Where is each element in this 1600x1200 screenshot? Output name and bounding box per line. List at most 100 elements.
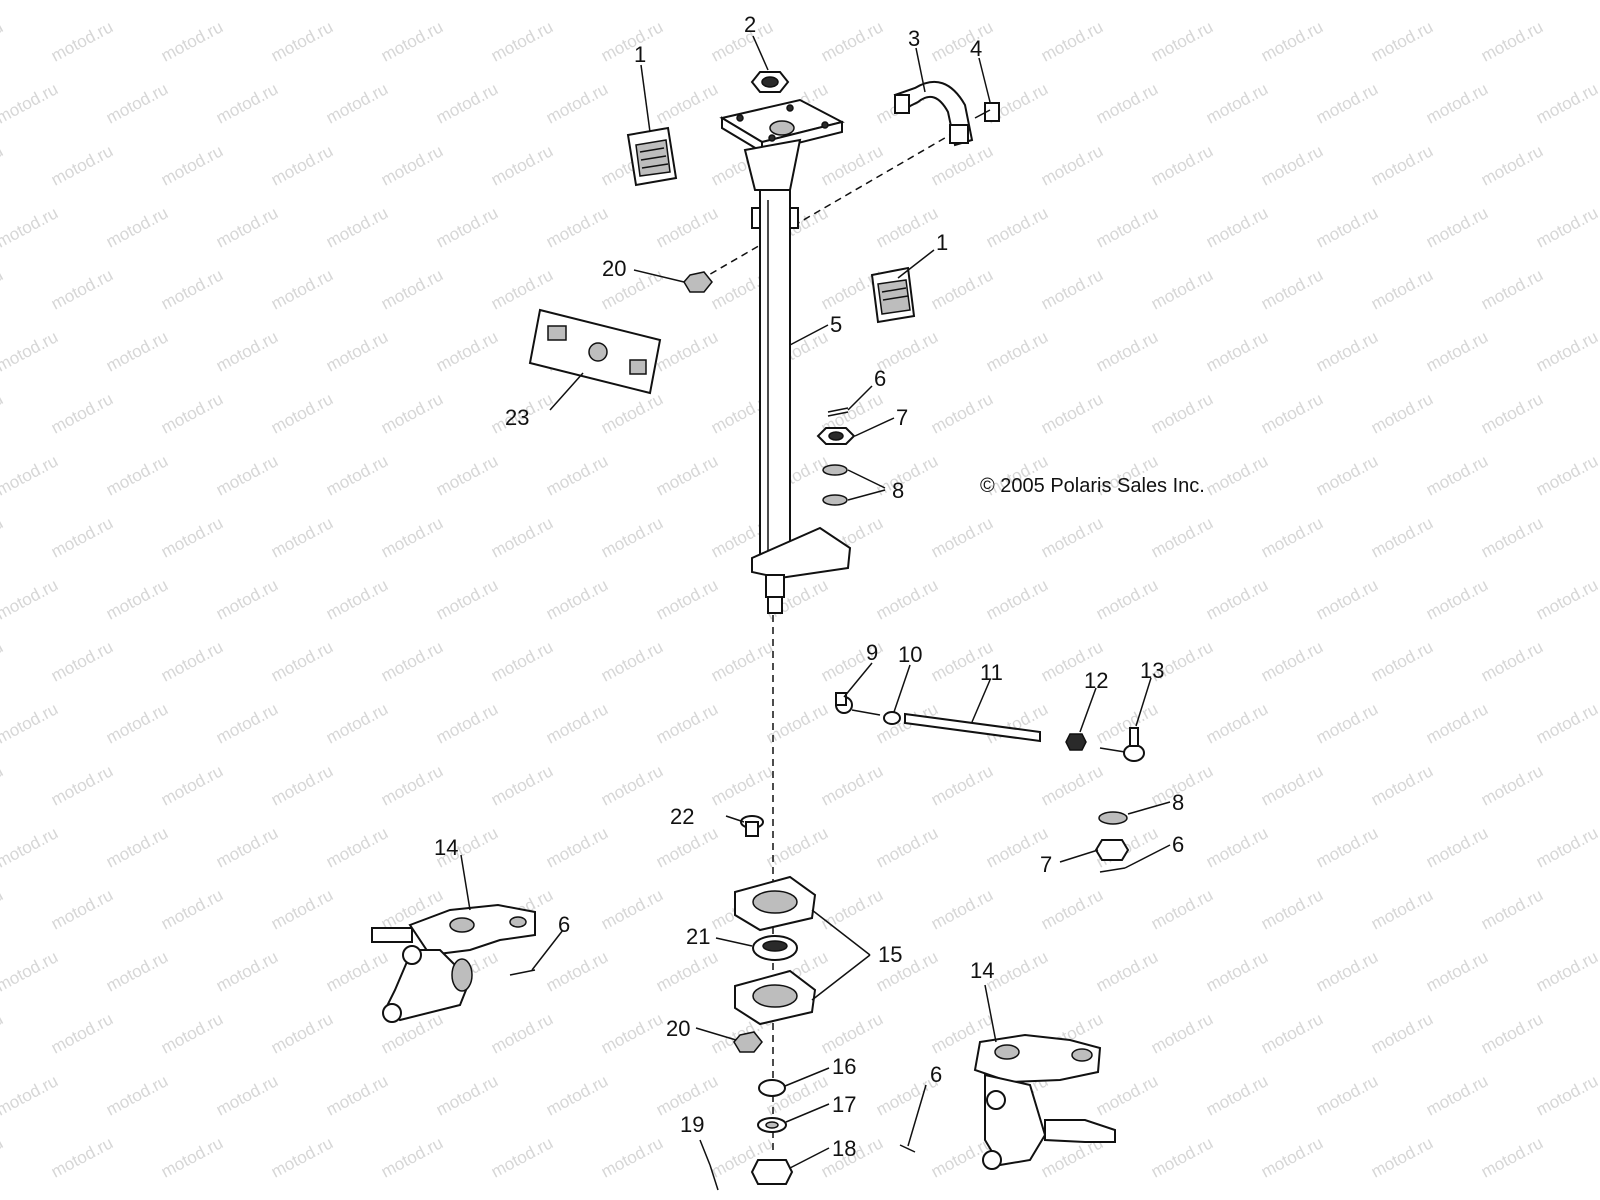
- watermark-text: motod.ru: [0, 451, 61, 499]
- watermark-text: motod.ru: [983, 327, 1051, 375]
- watermark-text: motod.ru: [928, 761, 996, 809]
- watermark-text: motod.ru: [543, 947, 611, 995]
- watermark-text: motod.ru: [1258, 17, 1326, 65]
- watermark-text: motod.ru: [543, 79, 611, 127]
- tie-rod: [904, 712, 1041, 743]
- watermark-text: motod.ru: [873, 823, 941, 871]
- watermark-text: motod.ru: [543, 699, 611, 747]
- watermark-text: motod.ru: [213, 327, 281, 375]
- watermark-text: motod.ru: [873, 0, 941, 4]
- castle-nut-lower: [1094, 839, 1130, 861]
- clamp: [893, 80, 974, 147]
- callout-6: 6: [930, 1062, 942, 1087]
- bearing-flange-upper: [734, 875, 817, 932]
- jam-nut: [883, 711, 901, 725]
- watermark-text: motod.ru: [213, 699, 281, 747]
- watermark-text: motod.ru: [1148, 1009, 1216, 1057]
- watermark-text: motod.ru: [818, 17, 886, 65]
- watermark-text: motod.ru: [158, 513, 226, 561]
- bushing-lower: [870, 266, 916, 324]
- callout-7: 7: [896, 405, 908, 430]
- watermark-text: motod.ru: [488, 17, 556, 65]
- watermark-text: motod.ru: [1148, 885, 1216, 933]
- watermark-text: motod.ru: [103, 451, 171, 499]
- rivet: [740, 815, 764, 837]
- watermark-text: motod.ru: [0, 885, 6, 933]
- watermark-text: motod.ru: [1038, 17, 1106, 65]
- watermark-text: motod.ru: [543, 1071, 611, 1119]
- watermark-text: motod.ru: [1203, 947, 1271, 995]
- cotter-pin-lower: [1099, 867, 1126, 873]
- watermark-text: motod.ru: [48, 885, 116, 933]
- watermark-text: motod.ru: [983, 203, 1051, 251]
- watermark-text: motod.ru: [378, 761, 446, 809]
- watermark-text: motod.ru: [818, 761, 886, 809]
- watermark-text: motod.ru: [543, 823, 611, 871]
- watermark-text: motod.ru: [1368, 1009, 1436, 1057]
- watermark-text: motod.ru: [378, 389, 446, 437]
- bearing-flange-lower: [734, 969, 817, 1026]
- watermark-text: motod.ru: [1203, 451, 1271, 499]
- watermark-text: motod.ru: [598, 1133, 666, 1181]
- callout-9: 9: [866, 640, 878, 665]
- castle-nut-upper: [816, 427, 856, 445]
- nut-upper: [683, 271, 713, 293]
- watermark-text: motod.ru: [48, 761, 116, 809]
- watermark-text: motod.ru: [213, 203, 281, 251]
- watermark-text: motod.ru: [488, 265, 556, 313]
- watermark-text: motod.ru: [213, 451, 281, 499]
- watermark-text: motod.ru: [213, 0, 281, 4]
- callout-6: 6: [874, 366, 886, 391]
- watermark-text: motod.ru: [158, 17, 226, 65]
- watermark-text: motod.ru: [1313, 1071, 1381, 1119]
- watermark-text: motod.ru: [268, 1133, 336, 1181]
- watermark-text: motod.ru: [213, 79, 281, 127]
- watermark-text: motod.ru: [1533, 327, 1600, 375]
- watermark-text: motod.ru: [323, 947, 391, 995]
- bolt: [974, 102, 1000, 122]
- watermark-text: motod.ru: [1423, 823, 1491, 871]
- watermark-text: motod.ru: [1203, 575, 1271, 623]
- watermark-text: motod.ru: [1148, 141, 1216, 189]
- watermark-text: motod.ru: [103, 947, 171, 995]
- seal: [758, 1079, 786, 1097]
- watermark-text: motod.ru: [268, 761, 336, 809]
- watermark-text: motod.ru: [1203, 699, 1271, 747]
- watermark-text: motod.ru: [1423, 1071, 1491, 1119]
- watermark-text: motod.ru: [488, 637, 556, 685]
- watermark-text: motod.ru: [1203, 0, 1271, 4]
- watermark-text: motod.ru: [0, 203, 61, 251]
- watermark-text: motod.ru: [543, 0, 611, 4]
- watermark-text: motod.ru: [323, 327, 391, 375]
- watermark-text: motod.ru: [1533, 79, 1600, 127]
- watermark-text: motod.ru: [1478, 1133, 1546, 1181]
- watermark-text: motod.ru: [1533, 575, 1600, 623]
- watermark-text: motod.ru: [213, 823, 281, 871]
- watermark-text: motod.ru: [928, 17, 996, 65]
- watermark-text: motod.ru: [268, 17, 336, 65]
- watermark-text: motod.ru: [323, 575, 391, 623]
- watermark-text: motod.ru: [1093, 699, 1161, 747]
- watermark-text: motod.ru: [818, 141, 886, 189]
- watermark-text: motod.ru: [268, 1009, 336, 1057]
- watermark-text: motod.ru: [158, 265, 226, 313]
- watermark-text: motod.ru: [598, 389, 666, 437]
- watermark-text: motod.ru: [0, 761, 6, 809]
- watermark-text: motod.ru: [0, 327, 61, 375]
- watermark-text: motod.ru: [213, 1071, 281, 1119]
- watermark-text: motod.ru: [1313, 327, 1381, 375]
- watermark-text: motod.ru: [1533, 947, 1600, 995]
- watermark-text: motod.ru: [268, 265, 336, 313]
- watermark-text: motod.ru: [158, 1009, 226, 1057]
- watermark-text: motod.ru: [103, 203, 171, 251]
- watermark-text: motod.ru: [103, 575, 171, 623]
- watermark-text: motod.ru: [1038, 885, 1106, 933]
- watermark-text: motod.ru: [1258, 265, 1326, 313]
- callout-7: 7: [1040, 852, 1052, 877]
- watermark-text: motod.ru: [1478, 513, 1546, 561]
- watermark-text: motod.ru: [158, 885, 226, 933]
- watermark-text: motod.ru: [928, 141, 996, 189]
- watermark-text: motod.ru: [1368, 761, 1436, 809]
- callout-19: 19: [680, 1112, 704, 1137]
- callout-20: 20: [602, 256, 626, 281]
